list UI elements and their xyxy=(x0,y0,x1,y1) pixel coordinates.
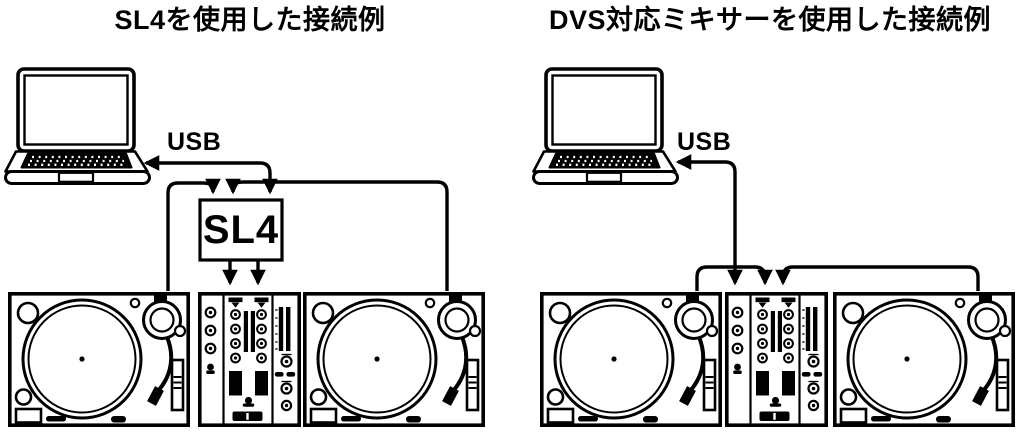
mixer-icon xyxy=(198,291,302,428)
dvs-diagram-title: DVS対応ミキサーを使用した接続例 xyxy=(548,5,991,35)
usb-cable-laptop-sl4 xyxy=(143,155,278,195)
laptop-icon xyxy=(531,67,680,186)
usb-label: USB xyxy=(677,128,732,156)
cable-left-turntable-to-mixer xyxy=(695,265,773,291)
usb-label: USB xyxy=(167,128,222,156)
laptop-icon xyxy=(3,67,152,186)
usb-cable-laptop-mixer xyxy=(675,154,743,286)
sl4-interface-label: SL4 xyxy=(202,207,280,252)
cable-right-turntable-to-sl4 xyxy=(225,178,449,291)
sl4-diagram-title: SL4を使用した接続例 xyxy=(114,5,386,35)
sl4-interface-box xyxy=(198,198,284,262)
turntable-left-icon xyxy=(7,291,191,428)
dvs-mixer-connection-diagram xyxy=(531,67,1016,428)
turntable-left-icon xyxy=(539,291,723,428)
cable-right-turntable-to-mixer xyxy=(775,265,980,291)
cable-left-turntable-to-sl4 xyxy=(166,178,221,291)
turntable-right-icon xyxy=(302,291,486,428)
turntable-right-icon xyxy=(832,291,1016,428)
sl4-connection-diagram xyxy=(3,67,486,428)
dvs-mixer-icon xyxy=(724,291,829,428)
